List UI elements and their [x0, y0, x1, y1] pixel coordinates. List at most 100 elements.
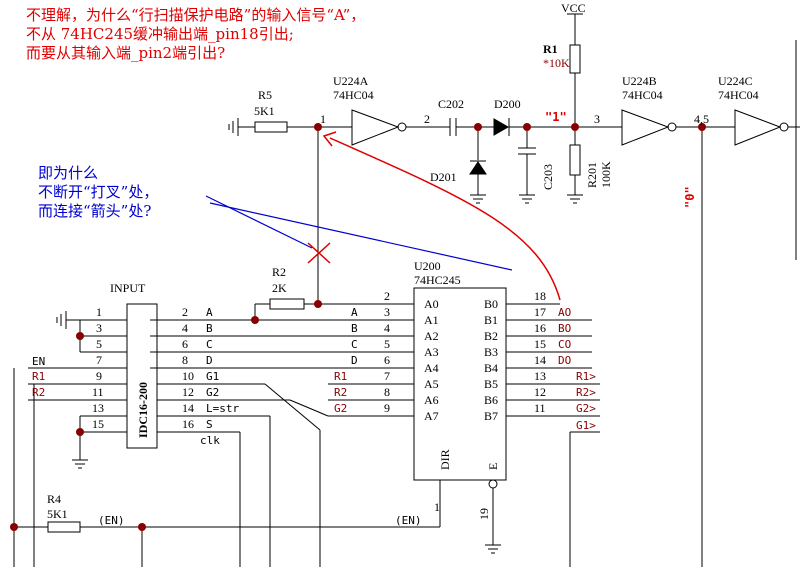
- r1-name: R1: [543, 42, 558, 56]
- resistor-r4: [47, 521, 81, 533]
- net-label: R1: [32, 370, 45, 383]
- net-label: DO: [558, 354, 571, 367]
- question-line-1: 不理解，为什么“行扫描保护电路”的输入信号“A”，: [26, 6, 366, 24]
- logic-zero-label: "0": [683, 186, 697, 208]
- r5-name: R5: [258, 88, 272, 102]
- net-label: CO: [558, 338, 571, 351]
- node-1: 1: [320, 112, 326, 126]
- diode-d200: [493, 118, 510, 136]
- d200-label: D200: [494, 97, 521, 111]
- pin-number: 15: [92, 417, 104, 431]
- note-line-1: 即为什么: [38, 164, 99, 182]
- pin-name: A5: [424, 377, 439, 391]
- u224b-type: 74HC04: [622, 88, 663, 102]
- resistor-r5: [254, 121, 288, 133]
- resistor-r2: [269, 298, 305, 310]
- net-label: B: [206, 322, 213, 335]
- pin-number: 12: [534, 385, 546, 399]
- pin-number: 3: [384, 305, 390, 319]
- net-label: S: [206, 418, 213, 431]
- pin-number: 8: [384, 385, 390, 399]
- net-label: R2: [334, 386, 347, 399]
- pin-number: 9: [96, 369, 102, 383]
- pin-e-bubble: [488, 479, 498, 489]
- pin-name: A6: [424, 393, 439, 407]
- pin-number: 18: [534, 289, 546, 303]
- question-line-2: 不从 74HC245缓冲输出端_pin18引出;: [26, 25, 294, 43]
- pin-name: A4: [424, 361, 439, 375]
- pin-name: B2: [484, 329, 498, 343]
- logic-one-label: "1": [545, 110, 567, 124]
- pin-number: 10: [182, 369, 194, 383]
- net-label: B: [351, 322, 358, 335]
- pin-number: 6: [384, 353, 390, 367]
- r5-value: 5K1: [254, 104, 275, 118]
- idc-pins: 1 3 5 7 9 11 13 15 R1 R2 2 4 6 8 10 12 1…: [32, 305, 239, 431]
- u200-type: 74HC245: [414, 273, 461, 287]
- r201-name: R201: [585, 162, 599, 188]
- pin-name: A2: [424, 329, 439, 343]
- net-label: L=str: [206, 402, 239, 415]
- pin-number: 14: [182, 401, 194, 415]
- net-label: AO: [558, 306, 571, 319]
- inverter-u224b: [621, 109, 670, 146]
- pin-number: 7: [384, 369, 390, 383]
- pin-number: 14: [534, 353, 546, 367]
- pin-number: 15: [534, 337, 546, 351]
- dir-label: DIR: [438, 449, 452, 470]
- pin-name: B1: [484, 313, 498, 327]
- junction-dot: [314, 123, 322, 131]
- vcc-label: VCC: [561, 1, 586, 15]
- net-label: A: [351, 306, 358, 319]
- pin-number: 11: [92, 385, 104, 399]
- pin-name: B5: [484, 377, 498, 391]
- r4-name: R4: [47, 492, 61, 506]
- pin-name: B0: [484, 297, 498, 311]
- input-label: INPUT: [110, 281, 146, 295]
- pin-number: 8: [182, 353, 188, 367]
- pin-name: B3: [484, 345, 498, 359]
- r1-value: *10K: [543, 56, 570, 70]
- inverter-u224c: [734, 109, 782, 146]
- net-label: R2: [32, 386, 45, 399]
- u224c-type: 74HC04: [718, 88, 759, 102]
- node-2: 2: [424, 112, 430, 126]
- net-label: G2>: [576, 402, 596, 415]
- pin-name: B4: [484, 361, 498, 375]
- en-net-right: (EN): [395, 514, 422, 527]
- pin-number: 1: [96, 305, 102, 319]
- pin-number: 16: [182, 417, 194, 431]
- net-label: G1: [206, 370, 219, 383]
- r201-value: 100K: [599, 161, 613, 188]
- note-line-2: 不断开“打叉”处，: [38, 183, 159, 201]
- question-line-3: 而要从其输入端_pin2端引出?: [26, 44, 226, 62]
- resistor-r1: [569, 44, 581, 74]
- r2-value: 2K: [272, 281, 287, 295]
- net-label: C: [206, 338, 213, 351]
- u224c-name: U224C: [718, 74, 753, 88]
- net-label: A: [206, 306, 213, 319]
- pin-number: 13: [92, 401, 104, 415]
- u200-name: U200: [414, 259, 441, 273]
- net-g1-out: G1>: [576, 419, 596, 432]
- net-label: R1: [334, 370, 347, 383]
- red-arrow-curve: [329, 137, 561, 301]
- u224a-type: 74HC04: [333, 88, 374, 102]
- arrow-head: [322, 131, 337, 147]
- en-label: EN: [32, 355, 45, 368]
- node-4-5: 4,5: [694, 112, 709, 126]
- en-net-left: (EN): [98, 514, 125, 527]
- pin-number: 12: [182, 385, 194, 399]
- node-3: 3: [594, 112, 600, 126]
- connector-idc16: [126, 303, 158, 449]
- net-label: R2>: [576, 386, 596, 399]
- pin-number: 2: [384, 289, 390, 303]
- net-label: G2: [206, 386, 219, 399]
- pin-number: 17: [534, 305, 546, 319]
- e-label: E: [486, 463, 500, 470]
- blue-pointer-cross: [205, 195, 313, 249]
- pin-number: 4: [182, 321, 188, 335]
- pin-name: B7: [484, 409, 498, 423]
- idc-label: IDC16-200: [136, 382, 150, 438]
